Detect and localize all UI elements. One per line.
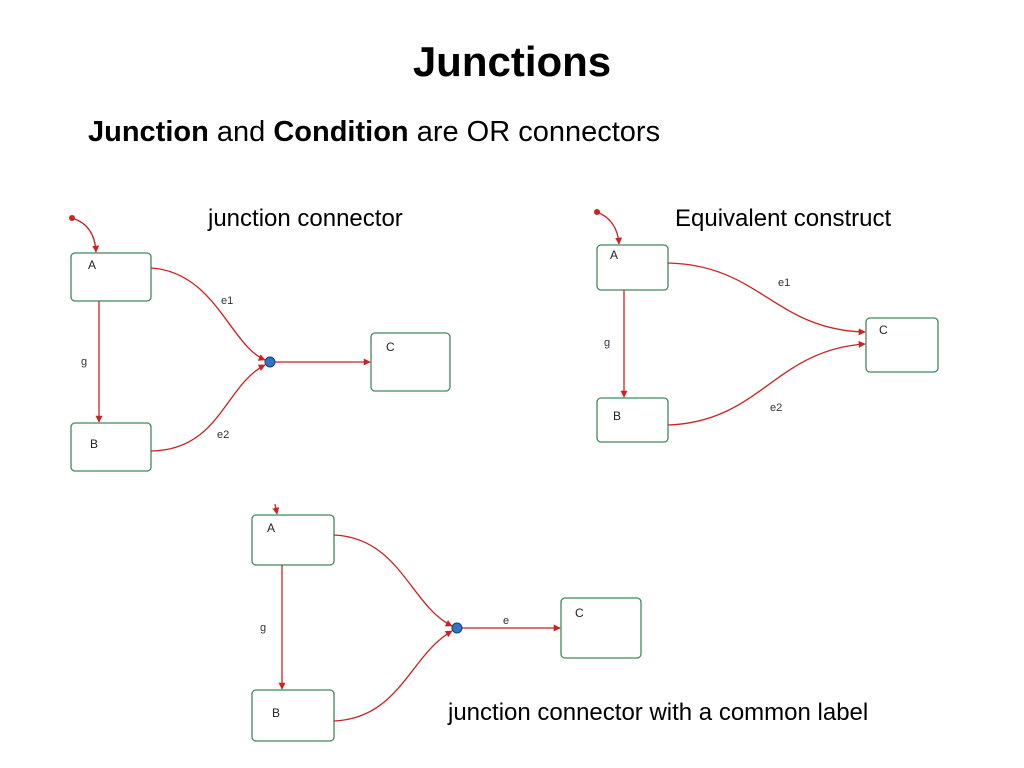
state-b-label: B	[90, 437, 98, 451]
transition-e2-label: e2	[217, 429, 229, 441]
state-c[interactable]	[370, 332, 451, 392]
state-a-label: A	[267, 521, 275, 535]
transition-e-label: e	[503, 615, 509, 627]
state-a[interactable]	[70, 252, 152, 302]
transition-e2[interactable]	[150, 364, 266, 452]
state-b-label: B	[613, 409, 621, 423]
state-b[interactable]	[70, 422, 152, 472]
transition-e1[interactable]	[150, 267, 266, 361]
transition-e1-label: e1	[221, 295, 233, 307]
state-a[interactable]	[596, 244, 669, 291]
state-a-label: A	[88, 258, 96, 272]
state-c[interactable]	[865, 317, 939, 373]
state-a-label: A	[610, 248, 618, 262]
transition-e1[interactable]	[667, 262, 866, 336]
default-transition-arrow	[272, 503, 280, 515]
diagram-equivalent-construct: A B C g e1 e2	[594, 209, 939, 443]
transition-g-label: g	[260, 622, 266, 634]
transition-a-to-junction[interactable]	[333, 534, 453, 627]
diagram-junction-connector: A B C g e1 e2	[69, 215, 451, 472]
state-c[interactable]	[560, 597, 642, 659]
caption-junction-connector: junction connector	[208, 205, 403, 232]
default-transition-arrow	[71, 217, 100, 253]
state-c-label: C	[575, 606, 584, 620]
caption-equivalent-construct: Equivalent construct	[675, 205, 892, 232]
transition-g-label: g	[604, 337, 610, 349]
transition-e2[interactable]	[667, 340, 866, 426]
transition-g-label: g	[81, 356, 87, 368]
subtitle-connector-word: and	[208, 116, 274, 148]
subtitle-junction-term: Junction	[88, 116, 209, 148]
state-b[interactable]	[251, 689, 335, 742]
subtitle-remainder: are OR connectors	[408, 116, 661, 148]
transition-e2-label: e2	[770, 402, 782, 414]
subtitle-condition-term: Condition	[273, 116, 409, 148]
junction-connector[interactable]	[451, 622, 463, 634]
junction-connector[interactable]	[264, 356, 276, 368]
slide-subtitle: Junction and Condition are OR connectors	[88, 116, 660, 149]
state-c-label: C	[386, 340, 395, 354]
caption-common-label: junction connector with a common label	[448, 699, 869, 726]
transition-e1-label: e1	[778, 277, 790, 289]
state-b-label: B	[272, 706, 280, 720]
default-transition-arrow	[596, 211, 623, 245]
diagram-junction-common-label: A B C g e	[251, 503, 642, 742]
state-a[interactable]	[251, 514, 335, 566]
transition-b-to-junction[interactable]	[333, 630, 453, 722]
state-c-label: C	[879, 323, 888, 337]
slide-title: Junctions	[412, 38, 612, 85]
state-b[interactable]	[596, 397, 669, 443]
